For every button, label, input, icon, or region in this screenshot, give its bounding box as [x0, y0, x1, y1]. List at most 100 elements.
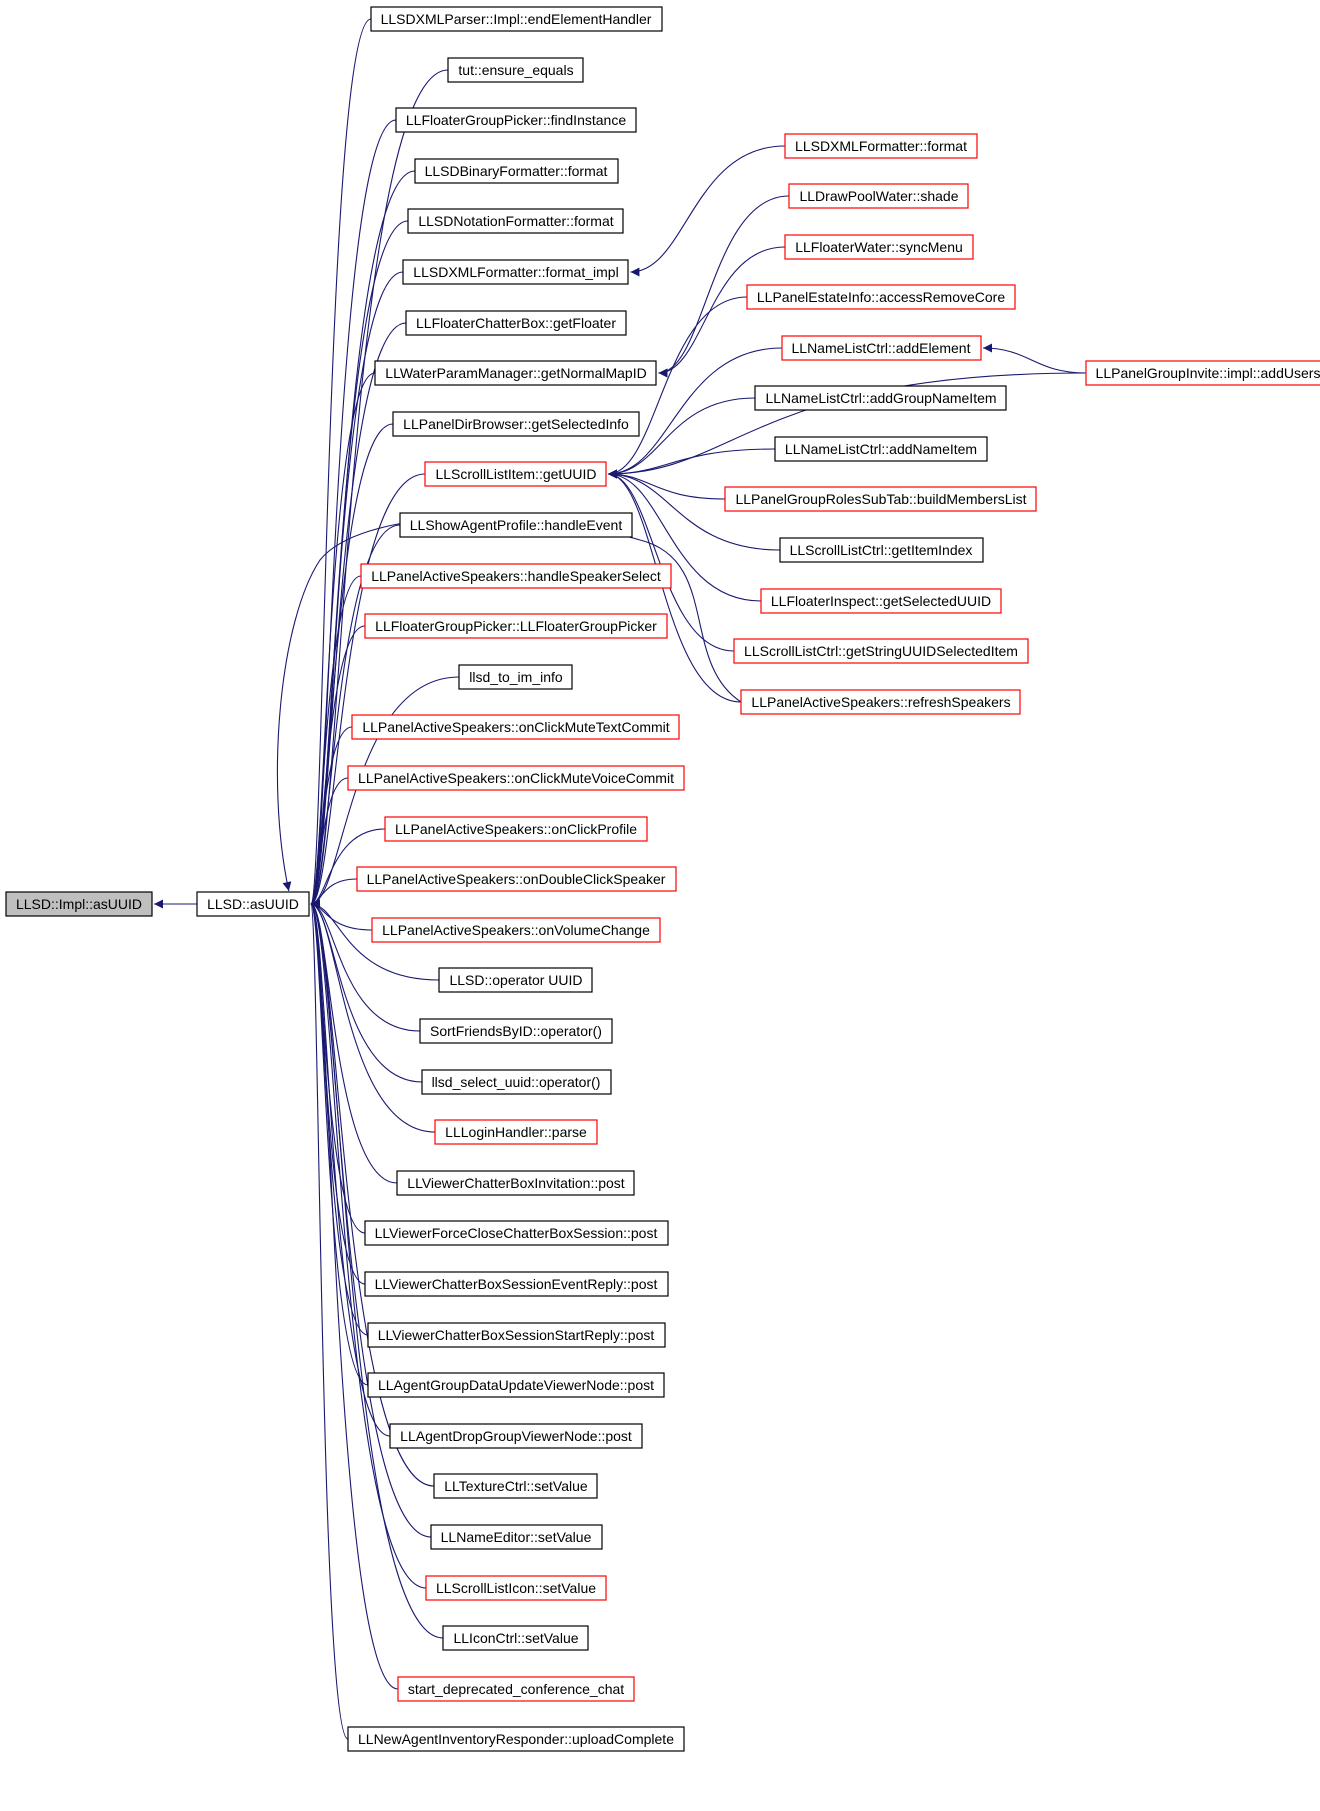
node-label: LLSDBinaryFormatter::format [425, 163, 608, 179]
node-start-deprecated-conference-chat[interactable]: start_deprecated_conference_chat [397, 1676, 635, 1702]
node-box [364, 1271, 669, 1297]
node-llpanelactivespeakers-handlespeakerselect[interactable]: LLPanelActiveSpeakers::handleSpeakerSele… [360, 563, 672, 589]
node-llsd-select-uuid-operator[interactable]: llsd_select_uuid::operator() [421, 1069, 612, 1095]
node-label: LLFloaterWater::syncMenu [795, 239, 963, 255]
node-label: LLDrawPoolWater::shade [799, 188, 958, 204]
node-llviewerchatterboxsessioneventreply-post[interactable]: LLViewerChatterBoxSessionEventReply::pos… [364, 1271, 669, 1297]
node-box [414, 158, 619, 184]
node-label: LLFloaterGroupPicker::findInstance [406, 112, 626, 128]
node-llsdnotationformatter-format[interactable]: LLSDNotationFormatter::format [407, 208, 624, 234]
node-llpanelgroupinvite-impl-addusers[interactable]: LLPanelGroupInvite::impl::addUsers [1085, 360, 1320, 386]
node-lliconctrl-setvalue[interactable]: LLIconCtrl::setValue [442, 1625, 589, 1651]
node-llfloatergrouppicker-llfloatergrouppicker[interactable]: LLFloaterGroupPicker::LLFloaterGroupPick… [364, 613, 668, 639]
node-llfloaterinspect-getselecteduuid[interactable]: LLFloaterInspect::getSelectedUUID [760, 588, 1002, 614]
node-llpanelactivespeakers-ondoubleclickspeaker[interactable]: LLPanelActiveSpeakers::onDoubleClickSpea… [356, 866, 677, 892]
node-llpanelactivespeakers-onclickmutevoicecommit[interactable]: LLPanelActiveSpeakers::onClickMuteVoiceC… [347, 765, 685, 791]
node-box [371, 917, 661, 943]
node-llpanelactivespeakers-onvolumechange[interactable]: LLPanelActiveSpeakers::onVolumeChange [371, 917, 661, 943]
edge-llpanelgroupinvite-impl-addusers-to-get-uuid [608, 372, 1087, 479]
node-box [360, 563, 672, 589]
node-box [434, 1119, 598, 1145]
node-llviewerforceclosechatterboxsession-post[interactable]: LLViewerForceCloseChatterBoxSession::pos… [364, 1220, 669, 1246]
node-llsd-impl-asuuid[interactable]: LLSD::Impl::asUUID [5, 891, 153, 917]
node-label: LLViewerChatterBoxSessionEventReply::pos… [375, 1276, 658, 1292]
node-llfloaterwater-syncmenu[interactable]: LLFloaterWater::syncMenu [784, 234, 974, 260]
node-llscrolllistitem-getuuid[interactable]: LLScrollListItem::getUUID [424, 461, 607, 487]
node-label: llsd_to_im_info [469, 669, 563, 685]
node-llnamelistctrl-addgroupnameitem[interactable]: LLNameListCtrl::addGroupNameItem [754, 385, 1007, 411]
node-box [430, 1524, 603, 1550]
node-llsdxmlparser-impl-endelementhandler[interactable]: LLSDXMLParser::Impl::endElementHandler [370, 6, 663, 32]
node-box [389, 1423, 643, 1449]
edge-llsd-operator-uuid-to-center [310, 899, 440, 981]
node-llscrolllistctrl-getstringuuidselecteditem[interactable]: LLScrollListCtrl::getStringUUIDSelectedI… [733, 638, 1029, 664]
node-llwaterparammanager-getnormalmapid[interactable]: LLWaterParamManager::getNormalMapID [374, 360, 657, 386]
node-llsdbinaryformatter-format[interactable]: LLSDBinaryFormatter::format [414, 158, 619, 184]
node-label: LLWaterParamManager::getNormalMapID [385, 365, 646, 381]
node-llviewerchatterboxsessionstartreply-post[interactable]: LLViewerChatterBoxSessionStartReply::pos… [367, 1322, 666, 1348]
node-llnamelistctrl-addnameitem[interactable]: LLNameListCtrl::addNameItem [774, 436, 988, 462]
node-box [421, 1069, 612, 1095]
node-llagentdropgroupviewernode-post[interactable]: LLAgentDropGroupViewerNode::post [389, 1423, 643, 1449]
node-llpanelgrouprolessubtab-buildmemberslist[interactable]: LLPanelGroupRolesSubTab::buildMembersLis… [724, 486, 1037, 512]
edge-llpanelgroupinvite-impl-addusers-to-add-element [982, 343, 1087, 374]
node-llsd-asuuid[interactable]: LLSD::asUUID [196, 891, 310, 917]
node-llpaneldirbrowser-getselectedinfo[interactable]: LLPanelDirBrowser::getSelectedInfo [392, 411, 640, 437]
node-llscrolllistctrl-getitemindex[interactable]: LLScrollListCtrl::getItemIndex [779, 537, 984, 563]
node-box [405, 310, 627, 336]
node-label: LLPanelActiveSpeakers::onClickProfile [395, 821, 637, 837]
node-box [754, 385, 1007, 411]
node-lldrawpoolwater-shade[interactable]: LLDrawPoolWater::shade [788, 183, 969, 209]
node-sortfriendsbyid-operator[interactable]: SortFriendsByID::operator() [419, 1018, 613, 1044]
node-llnameeditor-setvalue[interactable]: LLNameEditor::setValue [430, 1524, 603, 1550]
node-box [407, 208, 624, 234]
node-llagentgroupdataupdateviewernode-post[interactable]: LLAgentGroupDataUpdateViewerNode::post [367, 1372, 665, 1398]
node-label: tut::ensure_equals [458, 62, 573, 78]
node-box [399, 512, 633, 538]
node-label: LLIconCtrl::setValue [453, 1630, 578, 1646]
node-llfloatergrouppicker-findinstance[interactable]: LLFloaterGroupPicker::findInstance [395, 107, 637, 133]
node-label: LLAgentGroupDataUpdateViewerNode::post [378, 1377, 654, 1393]
node-box [196, 891, 310, 917]
node-lltexturectrl-setvalue[interactable]: LLTextureCtrl::setValue [433, 1473, 598, 1499]
node-llsd-to-im-info[interactable]: llsd_to_im_info [458, 664, 573, 690]
node-box [370, 6, 663, 32]
node-label: LLFloaterGroupPicker::LLFloaterGroupPick… [375, 618, 657, 634]
node-tut-ensure-equals[interactable]: tut::ensure_equals [447, 57, 584, 83]
edge-llpaneldirbrowser-getselectedinfo-to-center [310, 423, 394, 909]
node-box [351, 714, 680, 740]
node-layer: LLSD::Impl::asUUID LLSD::asUUID LLSDXMLPar… [5, 6, 1320, 1752]
node-llsdxmlformatter-format-impl[interactable]: LLSDXMLFormatter::format_impl [402, 259, 629, 285]
node-label: LLFloaterInspect::getSelectedUUID [771, 593, 991, 609]
node-box [5, 891, 153, 917]
edge-lldrawpoolwater-shade-to-normal-map [658, 195, 790, 378]
node-llpanelactivespeakers-onclickprofile[interactable]: LLPanelActiveSpeakers::onClickProfile [384, 816, 648, 842]
node-label: LLFloaterChatterBox::getFloater [416, 315, 616, 331]
node-llscrolllisticon-setvalue[interactable]: LLScrollListIcon::setValue [425, 1575, 607, 1601]
node-llsdxmlformatter-format[interactable]: LLSDXMLFormatter::format [784, 133, 978, 159]
node-box [397, 1676, 635, 1702]
node-llnewagentinventoryresponder-uploadcomplete[interactable]: LLNewAgentInventoryResponder::uploadComp… [347, 1726, 685, 1752]
node-box [779, 537, 984, 563]
node-llpanelactivespeakers-onclickmutetextcommit[interactable]: LLPanelActiveSpeakers::onClickMuteTextCo… [351, 714, 680, 740]
node-llshowagentprofile-handleevent[interactable]: LLShowAgentProfile::handleEvent [399, 512, 633, 538]
node-llsd-operator-uuid[interactable]: LLSD::operator UUID [438, 967, 593, 993]
node-label: LLViewerChatterBoxInvitation::post [407, 1175, 624, 1191]
edge-llscrolllistitem-getuuid-to-center [310, 473, 426, 909]
node-box [724, 486, 1037, 512]
node-llloginhandler-parse[interactable]: LLLoginHandler::parse [434, 1119, 598, 1145]
node-label: LLScrollListCtrl::getItemIndex [790, 542, 973, 558]
node-box [438, 967, 593, 993]
node-llfloaterchatterbox-getfloater[interactable]: LLFloaterChatterBox::getFloater [405, 310, 627, 336]
node-box [356, 866, 677, 892]
node-llviewerchatterboxinvitation-post[interactable]: LLViewerChatterBoxInvitation::post [396, 1170, 635, 1196]
edge-llagentgroupdataupdateviewernode-post-to-center [310, 899, 369, 1386]
node-box [781, 335, 982, 361]
node-label: start_deprecated_conference_chat [408, 1681, 624, 1697]
node-box [425, 1575, 607, 1601]
node-llnamelistctrl-addelement[interactable]: LLNameListCtrl::addElement [781, 335, 982, 361]
node-label: LLTextureCtrl::setValue [444, 1478, 588, 1494]
node-llpanelestateinfo-accessremovecore[interactable]: LLPanelEstateInfo::accessRemoveCore [746, 284, 1016, 310]
node-llpanelactivespeakers-refreshspeakers[interactable]: LLPanelActiveSpeakers::refreshSpeakers [740, 689, 1021, 715]
